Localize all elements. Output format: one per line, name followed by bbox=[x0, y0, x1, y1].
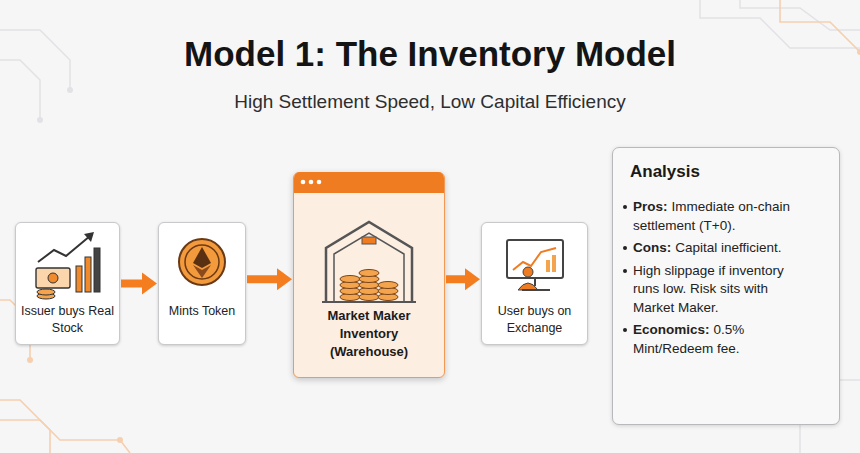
bullet-dot bbox=[623, 269, 627, 273]
flow-arrow bbox=[121, 273, 157, 295]
bullet-lead: Cons: bbox=[633, 240, 671, 255]
bullet-list: Pros:Immediate on-chain settlement (T+0)… bbox=[623, 198, 805, 362]
inventory-box: Market Maker Inventory (Warehouse) bbox=[293, 172, 445, 378]
node-label: User buys on Exchange bbox=[486, 303, 583, 337]
node-text: Market Maker Inventory (Warehouse) bbox=[316, 307, 422, 361]
bullet-lead: Pros: bbox=[633, 199, 668, 214]
arrow-shaft bbox=[446, 275, 467, 283]
bullet-lead: Economics: bbox=[633, 322, 710, 337]
node-text: User buys on Exchange bbox=[486, 303, 583, 337]
process-box: User buys on Exchange bbox=[481, 222, 588, 345]
node-text: Issuer buys Real Stock bbox=[20, 303, 115, 337]
bullet-item: Pros:Immediate on-chain settlement (T+0)… bbox=[623, 198, 801, 235]
analysis-panel: AnalysisPros:Immediate on-chain settleme… bbox=[612, 147, 840, 425]
bullet-item: Cons: Capital inefficient. bbox=[623, 239, 801, 258]
bullet-item: Economics:0.5% Mint/Redeem fee. bbox=[623, 321, 801, 358]
node-label: Mints Token bbox=[163, 303, 241, 320]
node-label: Market Maker Inventory (Warehouse) bbox=[316, 307, 422, 361]
arrow-head bbox=[277, 268, 292, 290]
arrow-shaft bbox=[247, 275, 279, 283]
arrow-shaft bbox=[121, 280, 144, 288]
bullet-item: High slippage if inventory runs low. Ris… bbox=[623, 262, 801, 318]
arrow-head bbox=[142, 273, 157, 295]
flow-arrow bbox=[247, 268, 292, 290]
process-box: Mints Token bbox=[158, 222, 246, 345]
node-label: Issuer buys Real Stock bbox=[20, 303, 115, 337]
bullet-text: High slippage if inventory runs low. Ris… bbox=[633, 263, 784, 315]
flow-arrow bbox=[446, 268, 480, 290]
process-box: Issuer buys Real Stock bbox=[15, 222, 120, 345]
diagram-title: Model 1: The Inventory Model bbox=[0, 34, 860, 74]
bullet-dot bbox=[623, 246, 627, 250]
bullet-dot bbox=[623, 328, 627, 332]
bullet-text: Capital inefficient. bbox=[675, 240, 781, 255]
node-text: Mints Token bbox=[163, 303, 241, 320]
subtitle-label: High Settlement Speed, Low Capital Effic… bbox=[0, 91, 860, 113]
arrow-head bbox=[465, 268, 480, 290]
bullet-dot bbox=[623, 205, 627, 209]
panel-heading: Analysis bbox=[630, 162, 700, 182]
